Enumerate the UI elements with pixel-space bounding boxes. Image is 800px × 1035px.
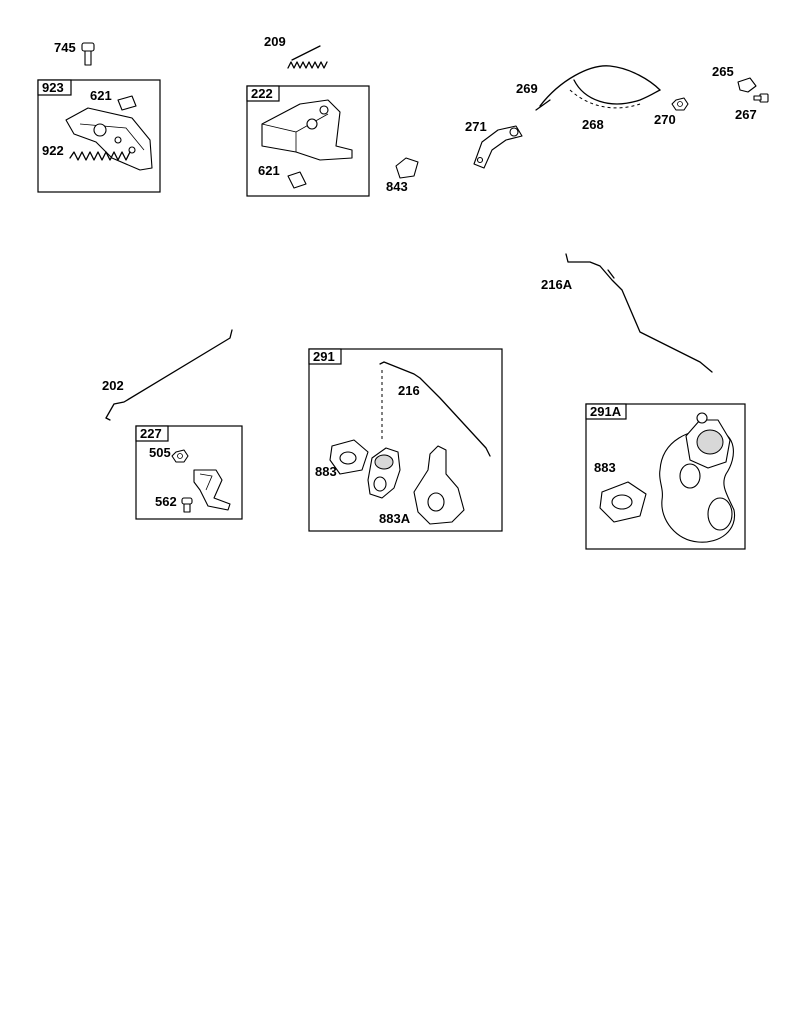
- tag-923: 923: [42, 80, 64, 95]
- label-922: 922: [42, 143, 64, 158]
- part-843: [395, 157, 419, 179]
- group-291A: 291A: [585, 403, 746, 550]
- tag-291A: 291A: [590, 404, 622, 419]
- label-843: 843: [386, 179, 408, 194]
- part-265-clamp: [737, 77, 757, 93]
- tag-291: 291: [313, 349, 335, 364]
- label-271: 271: [465, 119, 487, 134]
- label-216: 216: [398, 383, 420, 398]
- part-268-cable: [535, 65, 661, 111]
- label-202: 202: [102, 378, 124, 393]
- part-209-spring: [287, 45, 328, 69]
- group-291: 291: [308, 348, 503, 532]
- label-209: 209: [264, 34, 286, 49]
- label-216A: 216A: [541, 277, 573, 292]
- part-271-bracket: [473, 125, 523, 169]
- label-267: 267: [735, 107, 757, 122]
- label-265: 265: [712, 64, 734, 79]
- label-268: 268: [582, 117, 604, 132]
- part-270-nut: [671, 97, 689, 111]
- label-505: 505: [149, 445, 171, 460]
- label-883A: 883A: [379, 511, 411, 526]
- label-745: 745: [54, 40, 76, 55]
- group-227: 227: [135, 425, 243, 520]
- label-562: 562: [155, 494, 177, 509]
- part-267-screw: [753, 93, 769, 103]
- label-621-b: 621: [258, 163, 280, 178]
- group-222: 222: [246, 85, 370, 197]
- label-269: 269: [516, 81, 538, 96]
- label-270: 270: [654, 112, 676, 127]
- tag-222: 222: [251, 86, 273, 101]
- group-923: 923: [37, 79, 161, 193]
- part-202-rod: [105, 329, 233, 421]
- part-745-bolt: [81, 42, 95, 66]
- part-216A-rod: [565, 253, 713, 373]
- label-621-a: 621: [90, 88, 112, 103]
- label-883-a: 883: [315, 464, 337, 479]
- label-883-b: 883: [594, 460, 616, 475]
- tag-227: 227: [140, 426, 162, 441]
